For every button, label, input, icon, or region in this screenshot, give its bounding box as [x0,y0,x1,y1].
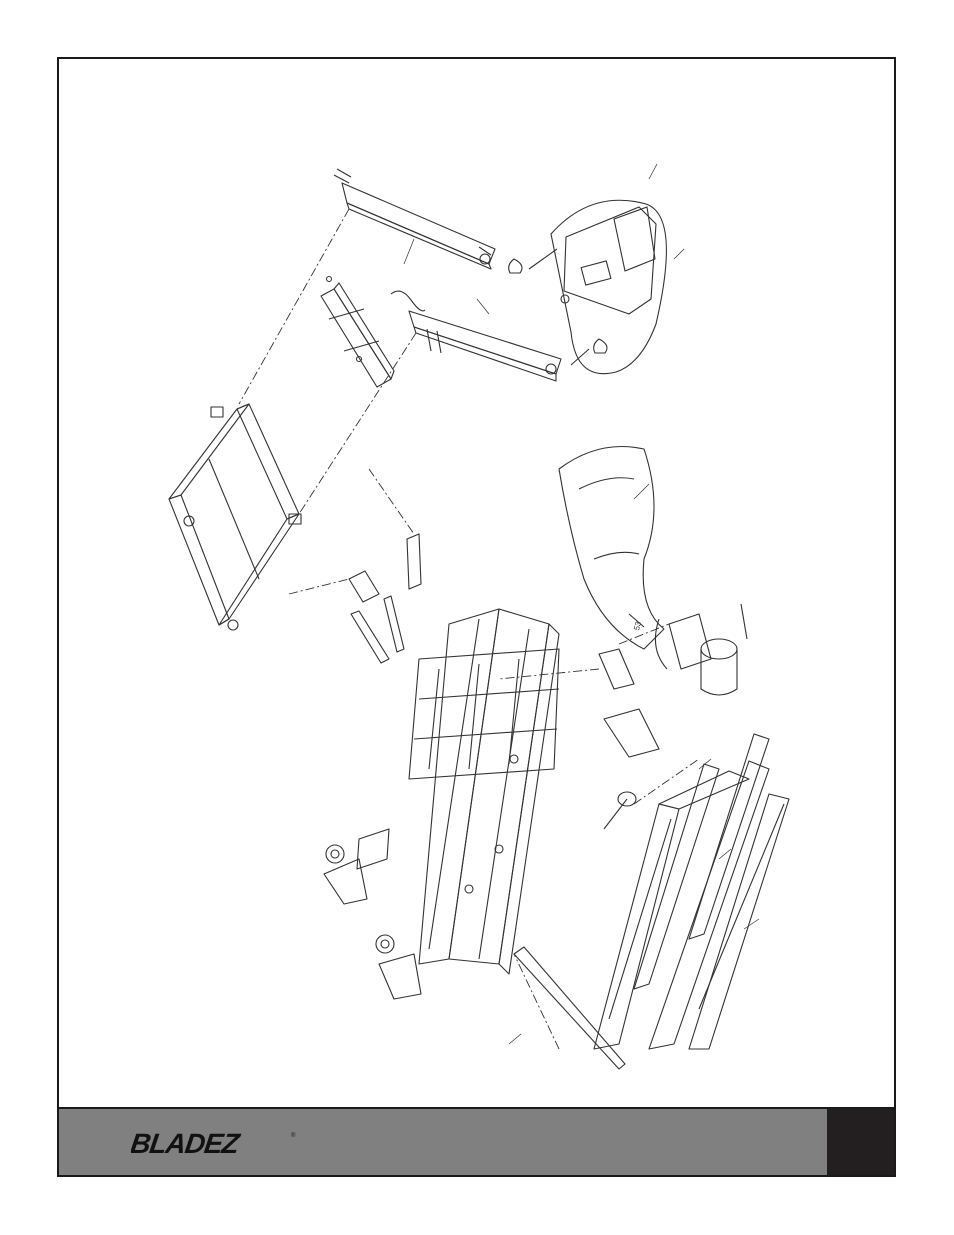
callout-leaders [403,163,760,1045]
console [508,199,667,375]
rear-roller [513,791,637,1070]
page-number-block [827,1109,894,1175]
upright-bracket-plates [320,275,395,388]
exploded-parts-diagram: 53 [168,163,790,1070]
diagram-callout-53: 53 [632,620,643,631]
motor-assembly [598,603,748,758]
page-frame: 53 BLADEZ ® [57,57,896,1177]
right-upright-arm [390,290,562,382]
front-wheels [325,844,395,954]
brand-trademark: ® [291,1132,296,1139]
bladez-logo: BLADEZ ® [131,1128,296,1157]
brand-wordmark: BLADEZ [131,1128,243,1157]
end-caps [323,858,422,1000]
footer: BLADEZ ® [59,1107,894,1175]
footer-bar [59,1109,827,1175]
left-upright-arm [333,168,496,270]
side-rail-right [648,760,790,1050]
running-belt-deck [633,733,770,990]
side-rail-left [593,770,750,1050]
main-deck-frame [356,608,560,975]
base-frame [168,403,302,631]
assembly-guide-lines [238,208,700,1050]
rollers [348,533,422,664]
motor-hood [558,446,665,650]
